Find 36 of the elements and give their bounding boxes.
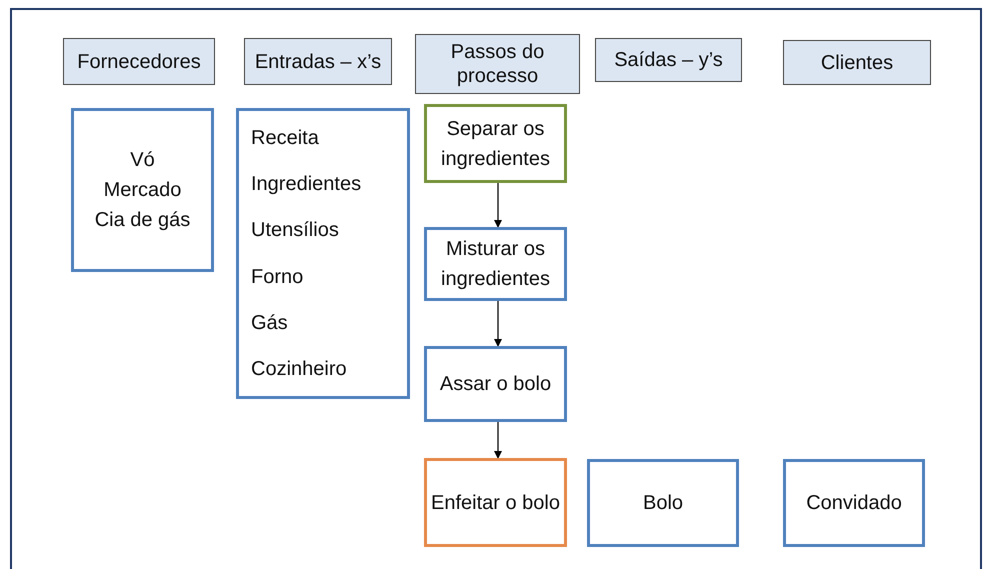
arrow	[494, 183, 502, 228]
box-text: Misturar os ingredientes	[440, 237, 551, 292]
process-box	[424, 346, 567, 422]
list-box	[236, 108, 410, 399]
header-text: Passos do processo	[450, 40, 546, 88]
box-text: Separar os ingredientes	[440, 116, 551, 172]
list-item-text: Mercado	[102, 178, 182, 203]
arrow	[494, 422, 502, 459]
box-text: Assar o bolo	[438, 372, 552, 397]
column-header-box	[595, 38, 742, 82]
box-text: Enfeitar o bolo	[430, 490, 561, 516]
list-item-text: Gás	[250, 310, 289, 336]
list-box	[71, 108, 214, 272]
header-text: Saídas – y’s	[613, 48, 724, 72]
header-text: Clientes	[820, 50, 894, 74]
arrow	[494, 301, 502, 347]
list-item-text: Forno	[250, 264, 304, 290]
list-item-text: Utensílios	[250, 218, 340, 244]
column-header-box	[783, 40, 931, 85]
list-item-text: Cia de gás	[94, 208, 192, 233]
process-box	[424, 104, 567, 183]
process-box	[783, 459, 925, 547]
header-text: Fornecedores	[76, 50, 202, 74]
process-box	[587, 459, 739, 547]
list-item-text: Vó	[129, 148, 156, 173]
list-item-text: Ingredientes	[250, 172, 362, 198]
list-item-text: Receita	[250, 126, 320, 152]
process-box	[424, 227, 567, 301]
column-header-box	[63, 38, 215, 85]
header-text: Entradas – x’s	[254, 50, 382, 74]
column-header-box	[415, 34, 580, 94]
box-text: Convidado	[805, 491, 903, 516]
process-box	[424, 458, 567, 547]
list-item-text: Cozinheiro	[250, 356, 348, 382]
column-header-box	[244, 38, 392, 85]
box-text: Bolo	[642, 491, 684, 516]
